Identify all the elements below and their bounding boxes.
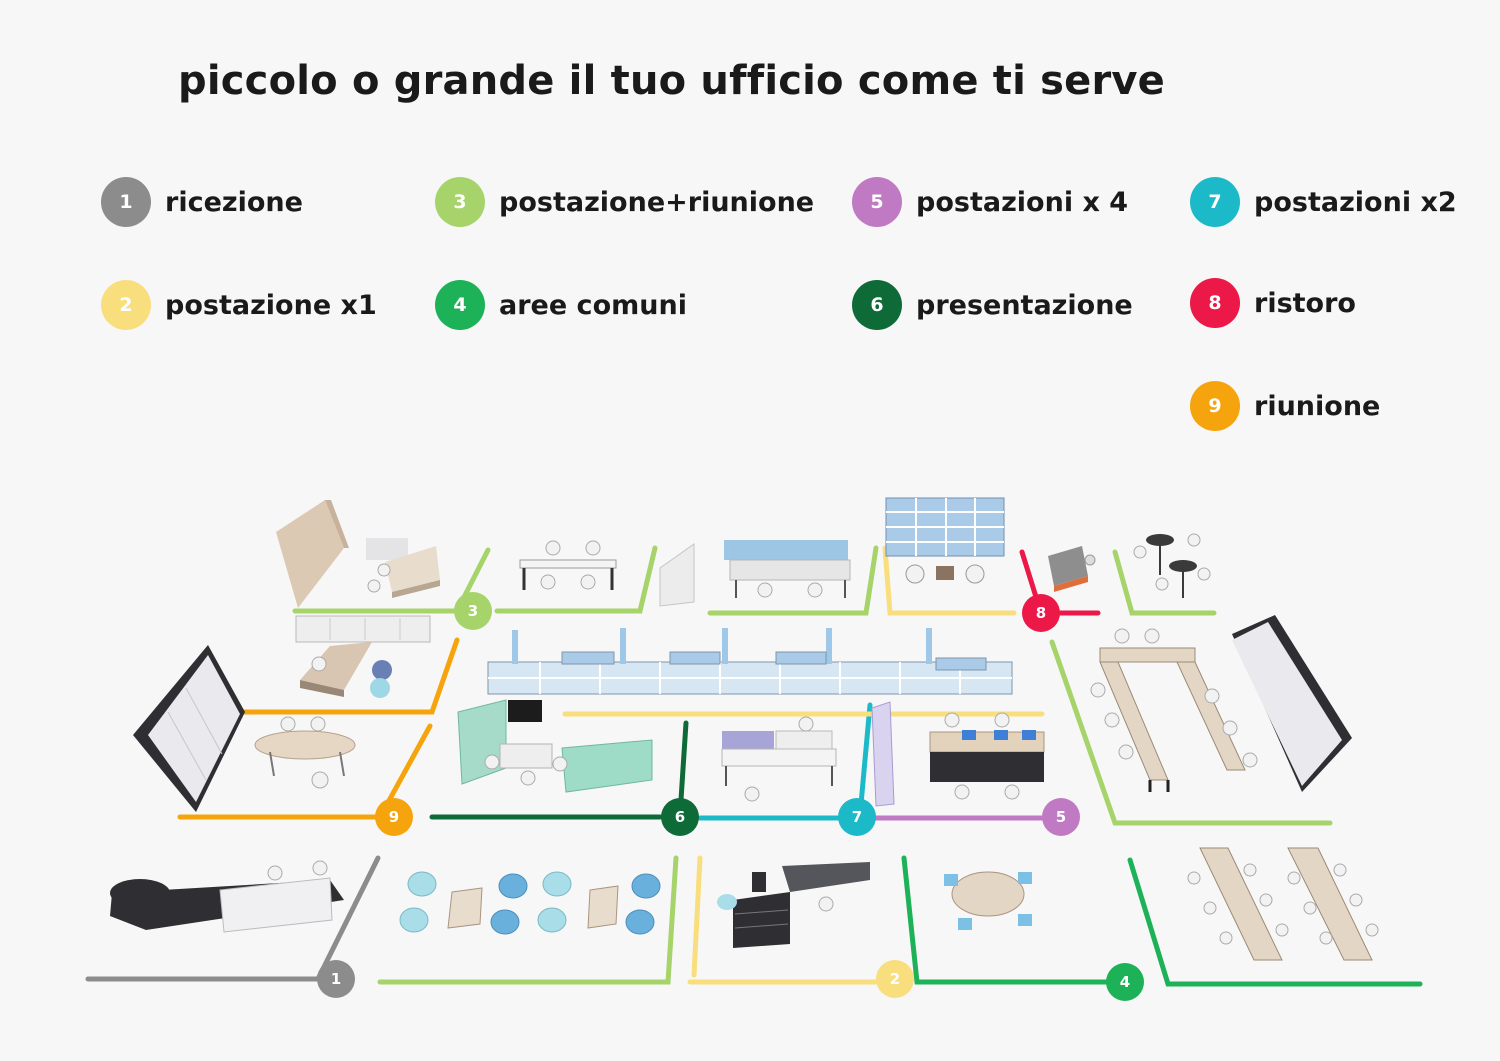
legend-item-postazioni-x2: 7 postazioni x2 <box>1190 177 1457 227</box>
legend-label-postazioni-x2: postazioni x2 <box>1254 186 1457 218</box>
legend-badge-7: 7 <box>1190 177 1240 227</box>
legend-item-riunione: 9 riunione <box>1190 381 1380 431</box>
pin-3: 3 <box>454 592 492 630</box>
legend-badge-3: 3 <box>435 177 485 227</box>
zone-line-4a <box>901 855 1109 985</box>
pin-5: 5 <box>1042 798 1080 836</box>
legend-item-postazioni-x4: 5 postazioni x 4 <box>852 177 1128 227</box>
pin-9-label: 9 <box>389 808 399 826</box>
desk-with-storage <box>717 862 870 948</box>
zone-line-3c <box>707 545 879 616</box>
pin-4-label: 4 <box>1120 973 1130 991</box>
dark-wall-left <box>133 645 245 812</box>
zone-line-3b <box>494 545 658 614</box>
zone-line-4b <box>1127 857 1423 987</box>
legend-badge-6: 6 <box>852 280 902 330</box>
pin-7: 7 <box>838 798 876 836</box>
lounge-seating <box>399 871 661 935</box>
page-title: piccolo o grande il tuo ufficio come ti … <box>178 58 1166 104</box>
pin-5-label: 5 <box>1056 808 1066 826</box>
pin-3-label: 3 <box>468 602 478 620</box>
u-meeting-table <box>1090 628 1258 792</box>
legend-badge-9: 9 <box>1190 381 1240 431</box>
pin-8: 8 <box>1022 594 1060 632</box>
executive-desk <box>300 642 392 698</box>
legend-badge-1: 1 <box>101 177 151 227</box>
bistro-tables <box>1133 533 1211 598</box>
legend-badge-2: 2 <box>101 280 151 330</box>
oval-meeting-table <box>254 716 356 789</box>
desk-l-shape <box>366 538 440 598</box>
pin-2: 2 <box>876 960 914 998</box>
pin-6: 6 <box>661 798 699 836</box>
zone-line-3f <box>377 855 679 985</box>
legend-item-postazione-riunione: 3 postazione+riunione <box>435 177 814 227</box>
legend-label-ricezione: ricezione <box>165 186 303 218</box>
legend-label-aree-comuni: aree comuni <box>499 289 687 321</box>
side-cabinet <box>871 701 895 807</box>
legend-label-postazione-riunione: postazione+riunione <box>499 186 815 218</box>
legend-item-ristoro: 8 ristoro <box>1190 278 1356 328</box>
legend-label-presentazione: presentazione <box>916 289 1133 321</box>
zone-line-9a <box>241 637 460 715</box>
bench-tables <box>1187 847 1379 961</box>
pin-1: 1 <box>317 960 355 998</box>
pin-2-label: 2 <box>890 970 900 988</box>
round-table <box>944 871 1032 930</box>
legend-item-ricezione: 1 ricezione <box>101 177 303 227</box>
pin-1-label: 1 <box>331 970 341 988</box>
legend-badge-5: 5 <box>852 177 902 227</box>
desks-x2 <box>721 716 837 802</box>
wood-partition <box>276 500 349 608</box>
legend-badge-4: 4 <box>435 280 485 330</box>
pin-7-label: 7 <box>852 808 862 826</box>
kitchenette <box>1048 546 1096 592</box>
meeting-table-row1 <box>519 540 617 590</box>
zone-line-7b <box>857 702 873 818</box>
central-shelving <box>487 628 1013 695</box>
zone-line-2d <box>691 855 703 978</box>
zone-line-3d <box>1112 549 1217 616</box>
zone-line-3e <box>1049 639 1333 826</box>
legend-item-presentazione: 6 presentazione <box>852 280 1133 330</box>
pin-4: 4 <box>1106 963 1144 1001</box>
legend-label-ristoro: ristoro <box>1254 287 1356 319</box>
presentation-room <box>457 699 653 793</box>
legend-badge-8: 8 <box>1190 278 1240 328</box>
legend-label-postazioni-x4: postazioni x 4 <box>916 186 1129 218</box>
legend-item-postazione-x1: 2 postazione x1 <box>101 280 377 330</box>
desks-blue-screens <box>724 540 851 598</box>
legend-label-postazione-x1: postazione x1 <box>165 289 377 321</box>
zone-pins: 3 8 9 6 7 5 1 2 4 <box>317 592 1144 1001</box>
reception-desk <box>110 860 344 933</box>
legend-label-riunione: riunione <box>1254 390 1381 422</box>
sideboard <box>295 615 431 643</box>
bookshelf-blue <box>885 497 1005 584</box>
zone-line-2a <box>882 545 1017 616</box>
pin-9: 9 <box>375 798 413 836</box>
dark-wall-right <box>1232 615 1352 792</box>
storage-cabinet <box>659 543 695 607</box>
pin-8-label: 8 <box>1036 604 1046 622</box>
pin-6-label: 6 <box>675 808 685 826</box>
legend-item-aree-comuni: 4 aree comuni <box>435 280 687 330</box>
desks-x4 <box>929 712 1045 800</box>
